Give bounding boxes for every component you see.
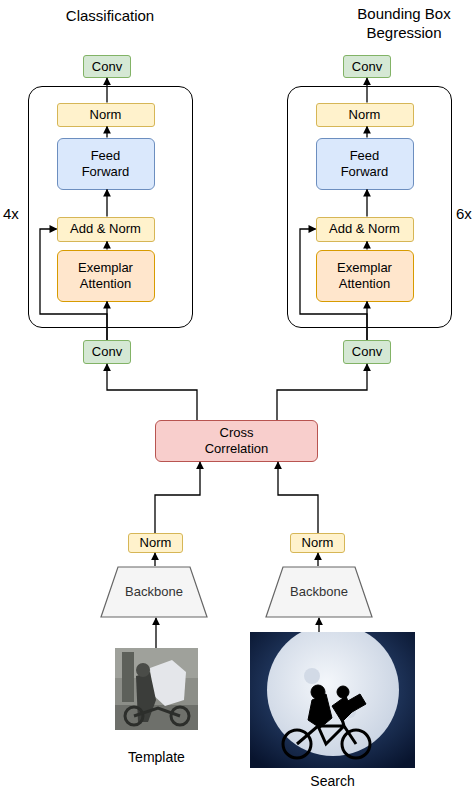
branch-heading: Classification [30,7,190,26]
arrow-connector [155,618,156,648]
node-text: Conv [92,59,122,75]
arrow-connector [366,190,367,217]
add-norm-layer: Add & Norm [57,217,155,242]
node-text: Add & Norm [329,221,400,237]
node-text: Search [310,773,354,790]
arrow-connector [300,229,367,340]
arrow-connector [106,302,107,341]
cross-correlation-block: Cross Correlation [155,420,318,462]
node-text: 6x [456,205,472,223]
arrow-connector [278,462,318,533]
node-text: Norm [90,107,122,123]
feed-forward-block: Feed Forward [316,138,414,190]
search-photo [250,632,415,768]
arrow-connector [366,127,367,138]
arrow-connector [154,553,155,566]
arrow-connector [155,462,200,533]
node-text: Conv [352,344,382,360]
arrow-connector [106,242,107,250]
norm-layer: Norm [128,533,183,553]
norm-layer: Norm [290,533,345,553]
arrow-connector [366,302,367,341]
arrow-connector [366,242,367,250]
norm-layer: Norm [316,103,414,127]
conv-layer: Conv [343,55,391,78]
conv-layer: Conv [83,340,131,364]
backbone-trapezoid: Backbone [265,566,373,618]
node-text: Feed Forward [75,148,137,179]
repeat-block: 4xNormFeed ForwardAdd & NormExemplar Att… [28,86,193,328]
arrow-connector [318,618,319,632]
arrow-connector [106,78,107,103]
node-text: Conv [92,344,122,360]
conv-layer: Conv [83,55,131,78]
feed-forward-block: Feed Forward [57,138,155,190]
node-text: Add & Norm [70,221,141,237]
conv-layer: Conv [343,340,391,364]
node-text: 4x [3,205,19,223]
node-text: Norm [349,107,381,123]
template-photo [115,648,198,730]
attention-block: Exemplar Attention [57,250,155,302]
arrow-connector [106,190,107,217]
node-text: Norm [302,535,334,551]
node-text: Feed Forward [334,148,396,179]
arrow-connector [366,78,367,103]
node-text: Norm [140,535,172,551]
node-text: Backbone [290,584,348,600]
arrow-connector [106,127,107,138]
add-norm-layer: Add & Norm [316,217,414,242]
arrow-connector [317,553,318,566]
backbone-trapezoid: Backbone [100,566,208,618]
arrow-connector [40,229,107,340]
node-text: Conv [352,59,382,75]
node-text: Backbone [125,584,183,600]
attention-block: Exemplar Attention [316,250,414,302]
image-input: Template [115,648,198,730]
node-text: Exemplar Attention [61,260,151,291]
branch-heading: Bounding Box Begression [334,5,474,43]
norm-layer: Norm [57,103,155,127]
node-text: Exemplar Attention [320,260,410,291]
image-input: Search [250,632,415,768]
repeat-block: 6xNormFeed ForwardAdd & NormExemplar Att… [287,86,452,328]
arrow-connector [277,364,367,420]
node-text: Cross Correlation [192,425,282,456]
node-text: Template [128,749,185,766]
arrow-connector [107,364,197,420]
